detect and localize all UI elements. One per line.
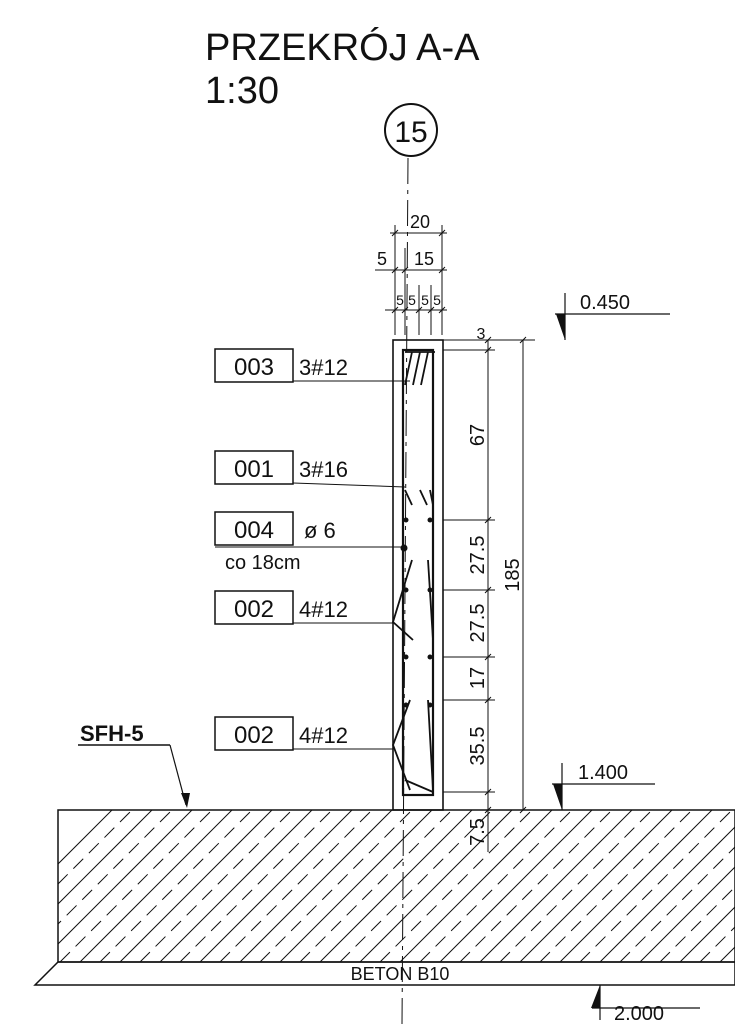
bar-mark-001: 001 3#16 <box>214 450 406 488</box>
base-layer <box>33 961 735 986</box>
vdim-35-5: 35.5 <box>467 727 489 766</box>
bar-mark-003: 003 3#12 <box>214 348 410 383</box>
dim-sub-1: 5 <box>396 292 404 308</box>
slab-hatch <box>58 810 735 962</box>
dim-cover-left: 5 <box>377 249 387 269</box>
svg-text:001: 001 <box>234 456 274 483</box>
vdim-17: 17 <box>467 667 489 689</box>
svg-text:ø 6: ø 6 <box>304 518 336 543</box>
section-title: PRZEKRÓJ A-A <box>205 26 480 69</box>
stirrup <box>401 348 435 797</box>
dim-width-total: 20 <box>410 212 430 232</box>
dim-sub-3: 5 <box>421 292 429 308</box>
svg-text:004: 004 <box>234 517 274 544</box>
rebar-dots <box>400 517 433 708</box>
vdim-27-5b: 27.5 <box>467 604 489 643</box>
level-marker-top: 0.450 <box>555 292 670 340</box>
vdim-3: 3 <box>477 326 486 343</box>
wall-outline <box>392 339 444 811</box>
base-label: BETON B10 <box>351 964 450 984</box>
vdim-67: 67 <box>467 424 489 446</box>
ground-label-group: SFH-5 <box>78 721 190 808</box>
level-top-label: 0.450 <box>580 292 630 314</box>
ground-label: SFH-5 <box>80 721 144 746</box>
svg-text:4#12: 4#12 <box>299 723 348 748</box>
level-marker-middle: 1.400 <box>552 762 655 810</box>
svg-text:002: 002 <box>234 596 274 623</box>
bar-mark-004: 004 ø 6 co 18cm <box>214 511 402 574</box>
dim-sub-4: 5 <box>433 292 441 308</box>
vdim-27-5a: 27.5 <box>467 536 489 575</box>
svg-text:3#12: 3#12 <box>299 355 348 380</box>
vdim-overall: 185 <box>502 558 524 591</box>
svg-text:003: 003 <box>234 354 274 381</box>
svg-text:002: 002 <box>234 722 274 749</box>
dim-width-inner: 15 <box>414 249 434 269</box>
svg-text:3#16: 3#16 <box>299 457 348 482</box>
level-bottom-label: 2.000 <box>614 1003 664 1024</box>
dim-sub-2: 5 <box>408 292 416 308</box>
reinforcement-bars <box>391 351 435 793</box>
svg-text:4#12: 4#12 <box>299 597 348 622</box>
detail-number: 15 <box>394 116 427 149</box>
svg-text:co 18cm: co 18cm <box>225 552 301 574</box>
level-marker-bottom: 2.000 <box>591 985 700 1024</box>
level-middle-label: 1.400 <box>578 762 628 784</box>
detail-circle <box>384 103 438 157</box>
vertical-dimensions: 3 67 27.5 27.5 17 35.5 7.5 185 <box>443 326 535 852</box>
bar-mark-002-upper: 002 4#12 <box>214 590 393 625</box>
top-dimensions: 20 5 15 5 5 5 5 <box>375 212 447 335</box>
bar-mark-002-lower: 002 4#12 <box>214 716 393 751</box>
section-scale: 1:30 <box>205 70 279 112</box>
